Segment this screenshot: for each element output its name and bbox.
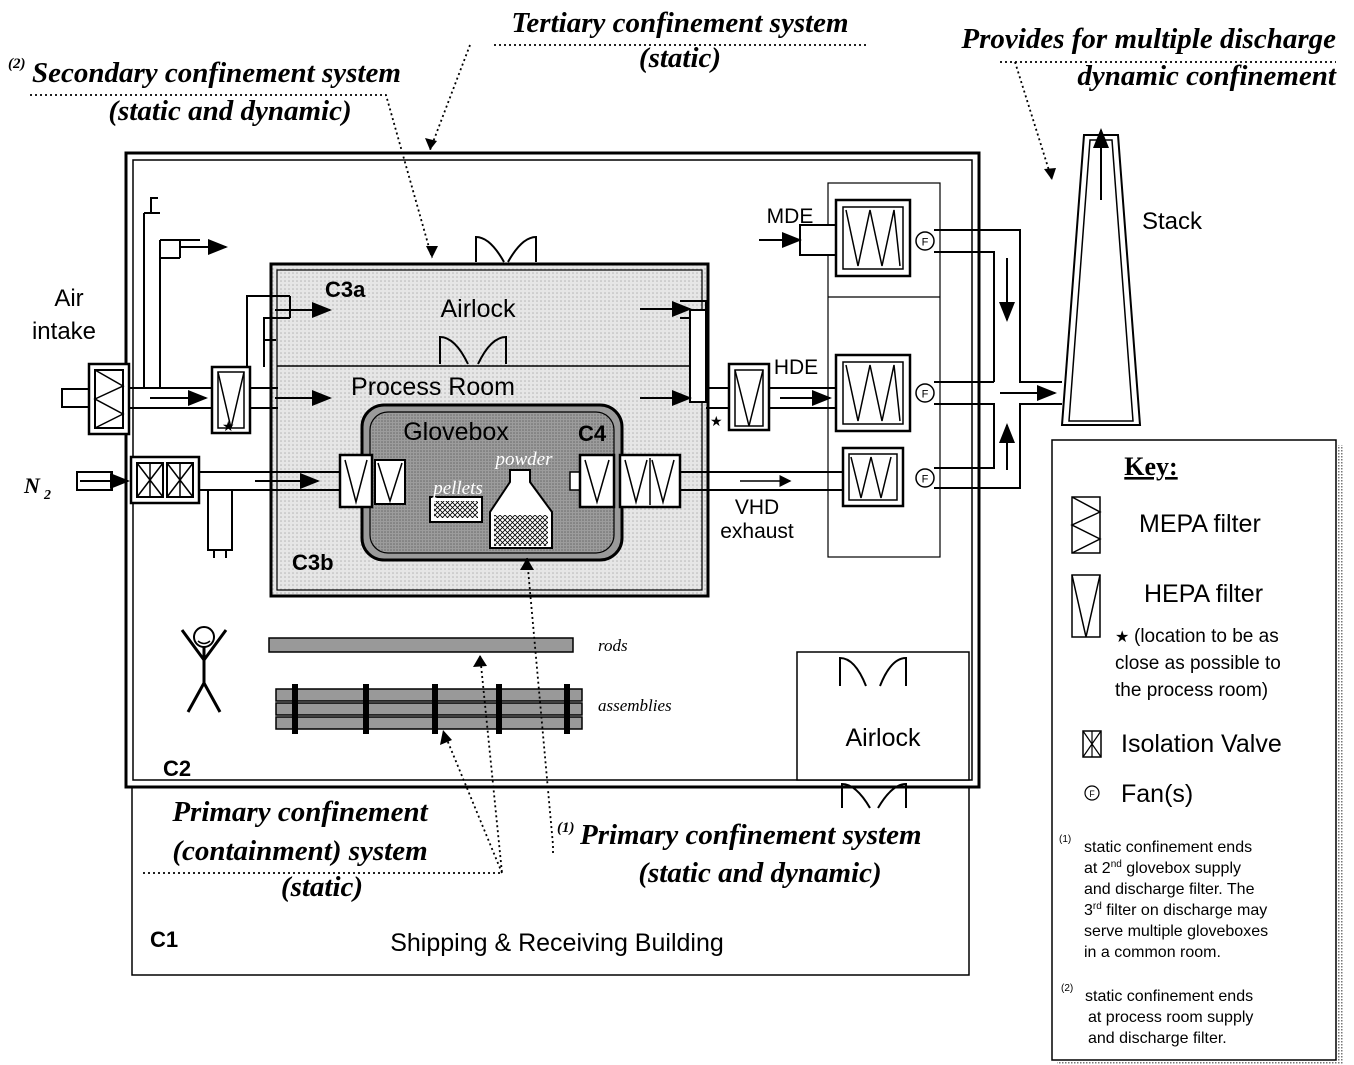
key-note-2: (2) static confinement ends at process r… <box>1061 983 1253 1047</box>
callout-primary-containment: Primary confinement <box>171 796 428 828</box>
label-c3b: C3b <box>292 550 334 575</box>
key-fan-label: Fan(s) <box>1121 780 1193 808</box>
stack-icon <box>1060 128 1142 426</box>
mde-mepa-filter <box>759 198 912 278</box>
svg-text:serve multiple gloveboxes: serve multiple gloveboxes <box>1084 923 1268 940</box>
key-title: Key: <box>1124 452 1177 481</box>
label-process-room: Process Room <box>351 373 515 401</box>
svg-text:intake: intake <box>32 318 96 345</box>
air-intake-ducting <box>61 197 228 436</box>
svg-text:at 2nd glovebox supply: at 2nd glovebox supply <box>1084 859 1241 877</box>
label-pellets: pellets <box>431 478 483 499</box>
label-stack: Stack <box>1142 208 1203 235</box>
key-fan-icon: F <box>1084 785 1100 801</box>
label-c3a: C3a <box>325 277 366 302</box>
fuel-assemblies <box>275 684 583 734</box>
callout-multiple-discharge: Provides for multiple discharge <box>960 23 1336 55</box>
svg-text:at process room supply: at process room supply <box>1088 1009 1253 1026</box>
fan-icon: F F F <box>915 231 935 488</box>
label-assemblies: assemblies <box>598 696 672 715</box>
label-airlock-top: Airlock <box>440 295 516 323</box>
callout-tertiary: Tertiary confinement system <box>511 7 848 39</box>
svg-text:3rd filter on discharge may: 3rd filter on discharge may <box>1084 901 1267 919</box>
label-airlock-bottom: Airlock <box>845 724 921 752</box>
label-n2: N <box>23 473 41 498</box>
label-c2: C2 <box>163 756 191 781</box>
svg-text:F: F <box>1089 789 1095 799</box>
svg-text:F: F <box>922 389 929 401</box>
svg-text:dynamic confinement: dynamic confinement <box>1077 60 1337 92</box>
label-building: Shipping & Receiving Building <box>390 929 724 957</box>
callout-leaders <box>30 44 1336 874</box>
glovebox-discharge-hepa <box>569 453 682 509</box>
key-valve-icon <box>1082 730 1102 758</box>
svg-text:the process room): the process room) <box>1115 680 1268 701</box>
key-hepa-icon <box>1071 574 1101 638</box>
glovebox-supply-hepa <box>338 453 406 509</box>
svg-text:★: ★ <box>222 418 235 434</box>
svg-text:and discharge filter. The: and discharge filter. The <box>1084 881 1255 898</box>
svg-text:2: 2 <box>43 488 51 503</box>
hde-mepa-filter <box>834 353 912 433</box>
key-valve-label: Isolation Valve <box>1121 730 1282 758</box>
airlock-door-middle <box>439 335 507 365</box>
svg-text:(containment) system: (containment) system <box>172 835 427 867</box>
label-hde: HDE <box>774 356 818 379</box>
airlock-door-bottom <box>839 656 907 809</box>
label-powder: powder <box>494 449 554 470</box>
key-mepa-icon <box>1070 496 1102 554</box>
label-mde: MDE <box>767 205 814 228</box>
svg-text:(static): (static) <box>281 871 363 903</box>
label-vhd: VHD <box>735 496 779 519</box>
fuel-rods <box>268 637 574 653</box>
svg-text:F: F <box>922 474 929 486</box>
airlock-bottom <box>796 651 970 781</box>
svg-text:(static and dynamic): (static and dynamic) <box>638 857 881 889</box>
callout-primary-system: Primary confinement system <box>579 819 922 851</box>
svg-text:(static and dynamic): (static and dynamic) <box>108 95 351 127</box>
label-c1: C1 <box>150 927 178 952</box>
key-hepa-label: HEPA filter <box>1144 580 1263 608</box>
label-glovebox: Glovebox <box>403 418 509 446</box>
key-star-note: (location to be as <box>1134 626 1279 647</box>
svg-text:close as possible to: close as possible to <box>1115 653 1281 674</box>
key-note-1: (1) static confinement ends at 2nd glove… <box>1059 834 1268 961</box>
exhaust-manifold <box>934 229 1062 489</box>
n2-supply-ducting <box>76 455 340 558</box>
callout-secondary-note: (2) <box>8 56 26 72</box>
svg-text:F: F <box>922 237 929 249</box>
callout-secondary: Secondary confinement system <box>32 57 401 89</box>
vhd-mepa-filter <box>841 446 905 508</box>
label-c4: C4 <box>578 421 607 446</box>
label-rods: rods <box>598 636 628 655</box>
svg-text:(static): (static) <box>639 42 721 74</box>
svg-text:★: ★ <box>1115 629 1129 646</box>
svg-text:★: ★ <box>710 413 723 429</box>
svg-text:exhaust: exhaust <box>720 520 794 543</box>
svg-text:static confinement ends: static confinement ends <box>1084 839 1252 856</box>
svg-text:and discharge filter.: and discharge filter. <box>1088 1030 1227 1047</box>
label-air-intake: Air <box>54 285 83 312</box>
svg-text:(2): (2) <box>1061 983 1073 994</box>
exhaust-hepa-process-room: ★ <box>710 362 771 432</box>
svg-text:static confinement ends: static confinement ends <box>1085 988 1253 1005</box>
svg-text:(1): (1) <box>1059 834 1071 845</box>
person-icon <box>180 626 228 713</box>
airlock-door-top <box>475 235 537 263</box>
svg-text:in a common room.: in a common room. <box>1084 944 1221 961</box>
supply-hepa-process-room: ★ <box>210 365 252 435</box>
key-mepa-label: MEPA filter <box>1139 510 1261 538</box>
callout-primary-system-note: (1) <box>557 820 575 836</box>
